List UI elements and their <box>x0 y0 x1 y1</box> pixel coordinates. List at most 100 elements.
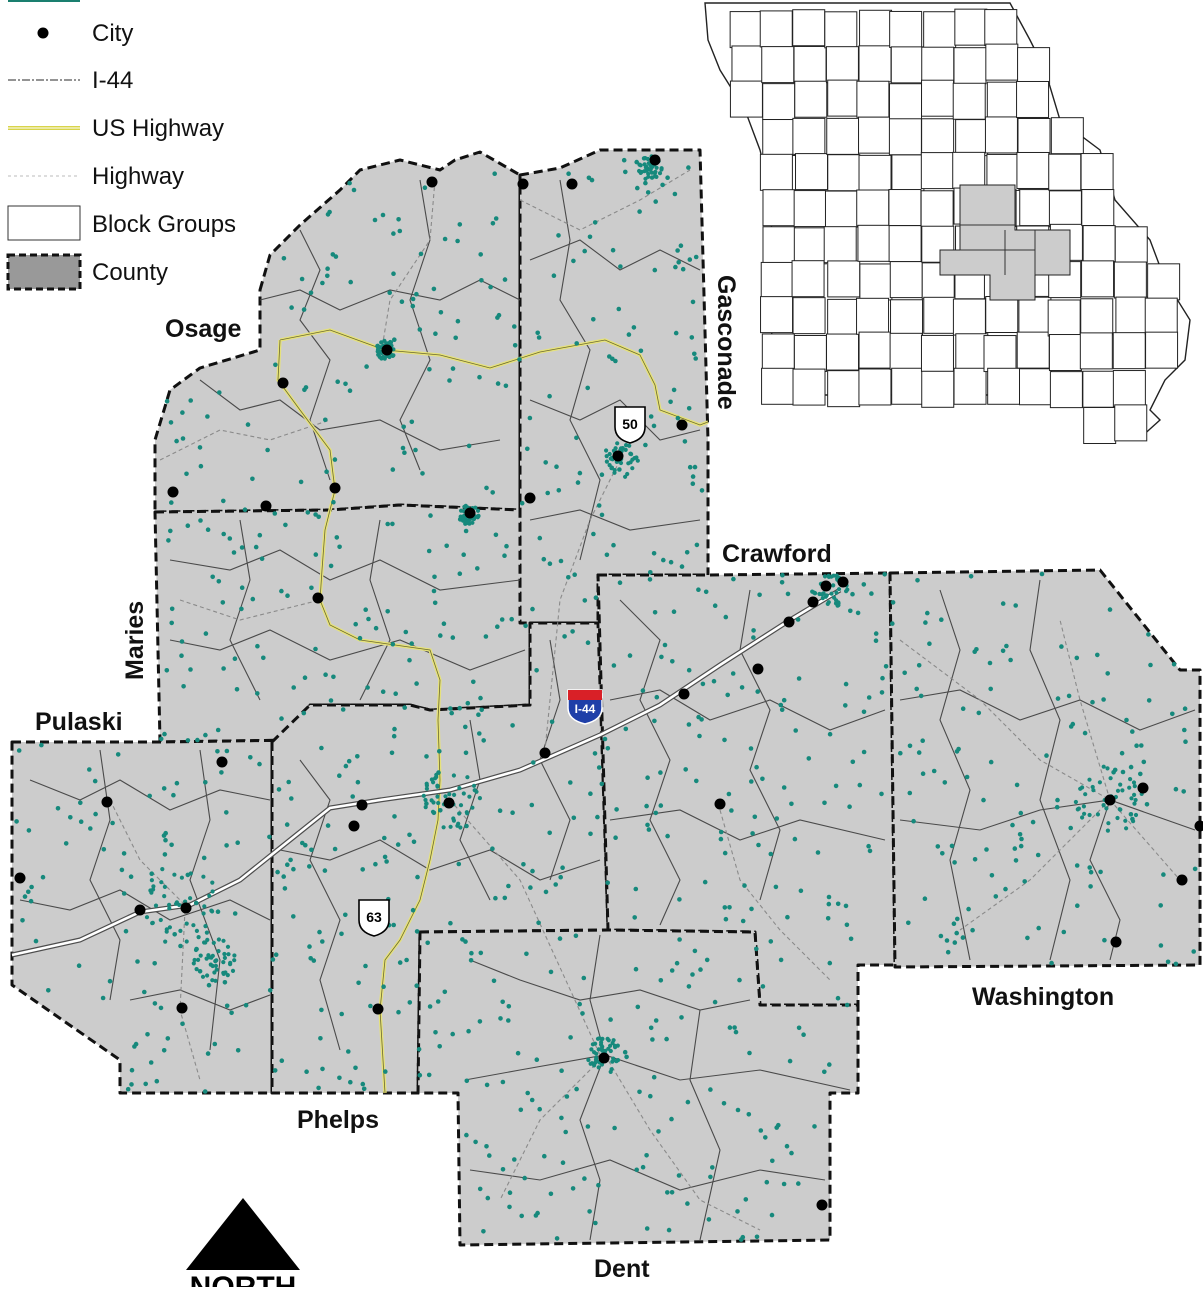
block-group-point <box>660 183 665 188</box>
block-group-point <box>952 921 957 926</box>
block-group-point <box>663 643 668 648</box>
north-arrow-icon <box>186 1198 300 1270</box>
block-group-point <box>326 212 331 217</box>
block-group-point <box>430 798 434 802</box>
block-group-point <box>402 450 407 455</box>
block-group-point <box>302 388 307 393</box>
block-group-point <box>409 641 414 646</box>
block-group-point <box>358 636 363 641</box>
block-group-point <box>195 738 200 743</box>
block-group-point <box>946 950 951 955</box>
legend-city-label: City <box>92 20 133 47</box>
block-group-point <box>206 1051 211 1056</box>
block-group-point <box>381 213 386 218</box>
block-group-point <box>165 399 170 404</box>
block-group-point <box>362 1087 367 1092</box>
block-group-point <box>664 1037 669 1042</box>
block-group-point <box>813 591 817 595</box>
us50-shield-label: 50 <box>622 416 638 432</box>
block-group-point <box>108 979 113 984</box>
block-group-point <box>277 787 282 792</box>
block-group-point <box>600 472 605 477</box>
block-group-point <box>56 806 61 811</box>
block-group-point <box>155 1079 160 1084</box>
block-group-point <box>381 984 386 989</box>
block-group-point <box>273 363 278 368</box>
block-group-point <box>331 500 336 505</box>
block-group-point <box>665 175 670 180</box>
city-marker <box>330 483 341 494</box>
block-group-point <box>404 630 409 635</box>
block-group-point <box>911 819 916 824</box>
block-group-point <box>797 1026 802 1031</box>
inset-county <box>827 118 859 154</box>
county-washington <box>890 570 1200 967</box>
block-group-point <box>447 792 451 796</box>
block-group-point <box>727 905 732 910</box>
block-group-point <box>226 945 230 949</box>
block-group-point <box>383 1069 388 1074</box>
block-group-point <box>492 171 497 176</box>
block-group-point <box>731 577 736 582</box>
block-group-point <box>627 444 631 448</box>
block-group-point <box>20 918 25 923</box>
block-group-point <box>162 732 167 737</box>
block-group-point <box>544 890 549 895</box>
block-group-point <box>856 611 861 616</box>
block-group-point <box>644 169 648 173</box>
block-group-point <box>478 696 483 701</box>
block-group-point <box>478 796 482 800</box>
block-group-point <box>320 939 325 944</box>
block-group-point <box>698 967 703 972</box>
city-marker <box>168 487 179 498</box>
city-marker <box>808 597 819 608</box>
inset-county <box>1083 371 1115 407</box>
inset-county <box>795 81 827 117</box>
block-group-point <box>88 826 93 831</box>
block-group-point <box>384 859 389 864</box>
block-group-point <box>232 550 237 555</box>
block-group-point <box>952 860 957 865</box>
block-group-point <box>1049 961 1054 966</box>
block-group-point <box>653 199 658 204</box>
block-group-point <box>623 170 628 175</box>
inset-county <box>793 369 825 405</box>
block-group-point <box>166 1036 171 1041</box>
inset-county <box>953 152 985 188</box>
block-group-point <box>78 801 83 806</box>
block-group-point <box>547 394 552 399</box>
inset-county <box>988 368 1020 404</box>
block-group-point <box>1105 671 1110 676</box>
block-group-point <box>696 587 701 592</box>
block-group-point <box>658 770 663 775</box>
county-label-osage: Osage <box>165 315 242 343</box>
block-group-point <box>318 1036 323 1041</box>
block-group-point <box>203 1089 208 1094</box>
block-group-point <box>471 680 476 685</box>
block-group-point <box>1089 870 1094 875</box>
block-group-point <box>674 331 679 336</box>
block-group-point <box>1174 787 1179 792</box>
block-group-point <box>479 708 484 713</box>
block-group-point <box>431 780 435 784</box>
block-group-point <box>920 738 925 743</box>
block-group-point <box>348 1080 353 1085</box>
block-group-point <box>303 675 308 680</box>
block-group-point <box>642 156 646 160</box>
block-group-point <box>851 760 856 765</box>
block-group-point <box>754 947 759 952</box>
inset-county <box>954 368 986 404</box>
inset-county <box>890 84 922 120</box>
block-group-point <box>202 904 206 908</box>
block-group-point <box>466 1029 471 1034</box>
block-group-point <box>273 1068 278 1073</box>
block-group-point <box>396 842 401 847</box>
block-group-point <box>126 1087 131 1092</box>
block-group-point <box>291 914 296 919</box>
block-group-point <box>605 881 610 886</box>
block-group-point <box>260 556 265 561</box>
block-group-point <box>169 843 174 848</box>
inset-county <box>793 10 825 46</box>
block-group-point <box>744 1197 749 1202</box>
